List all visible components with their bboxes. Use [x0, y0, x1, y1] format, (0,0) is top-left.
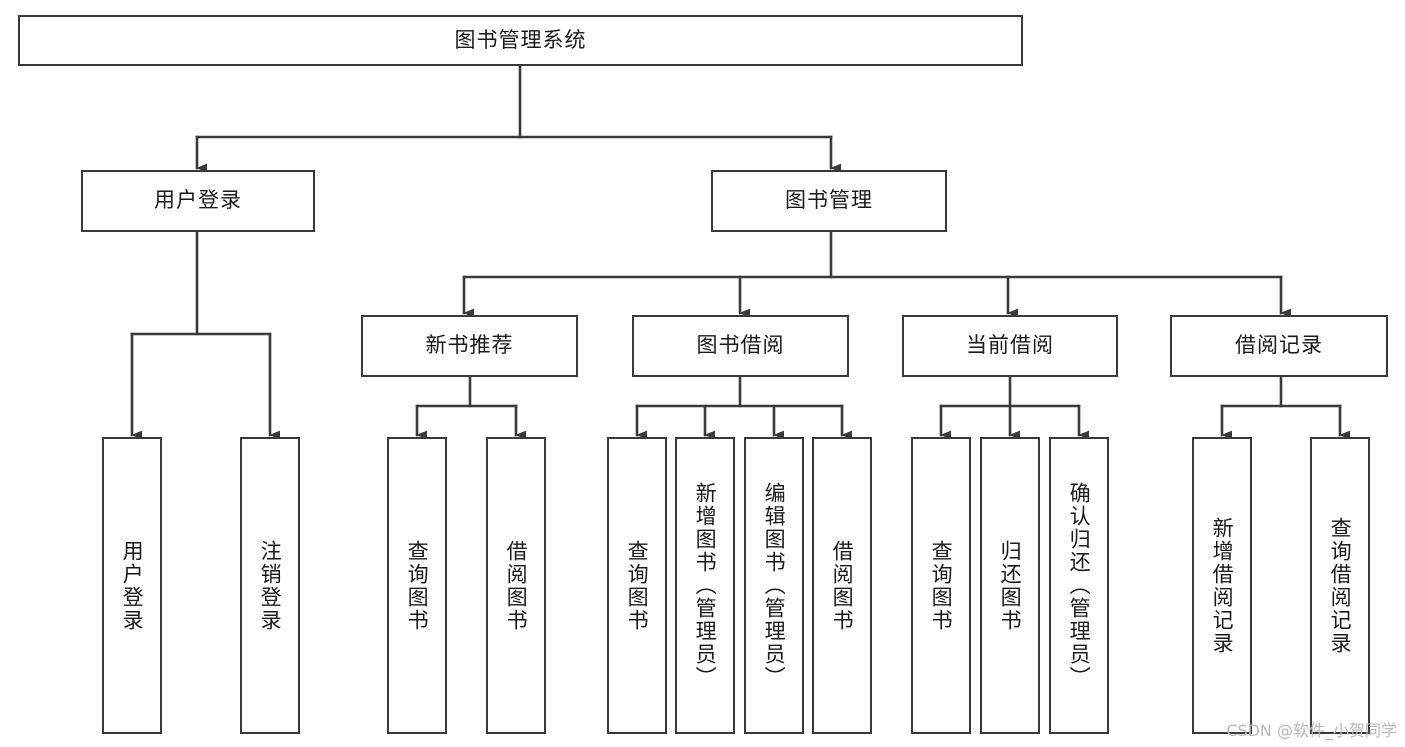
leaf-user-logout-label: 注销登录: [258, 539, 283, 632]
node-current-borrow-label: 当前借阅: [966, 333, 1054, 358]
leaf-query-book-borrow[interactable]: 查询图书: [607, 437, 667, 734]
leaf-query-borrow-record-label: 查询借阅记录: [1328, 516, 1353, 655]
watermark-text: CSDN @软件_小贺同学: [1226, 721, 1397, 740]
node-user-login[interactable]: 用户登录: [81, 170, 315, 232]
leaf-query-book-borrow-label: 查询图书: [625, 539, 650, 632]
leaf-add-book-admin[interactable]: 新增图书（管理员）: [675, 437, 735, 734]
leaf-borrow-book-new-recommend[interactable]: 借阅图书: [486, 437, 546, 734]
node-root-book-management-system[interactable]: 图书管理系统: [18, 15, 1023, 66]
node-new-book-recommend-label: 新书推荐: [425, 333, 514, 358]
leaf-add-borrow-record-label: 新增借阅记录: [1210, 516, 1235, 655]
node-book-management-label: 图书管理: [785, 188, 873, 213]
leaf-return-book-label: 归还图书: [998, 539, 1023, 632]
leaf-borrow-book-new-recommend-label: 借阅图书: [504, 539, 529, 632]
node-borrow-record[interactable]: 借阅记录: [1170, 315, 1388, 377]
leaf-user-login-label: 用户登录: [120, 539, 145, 632]
node-current-borrow[interactable]: 当前借阅: [902, 315, 1118, 377]
leaf-borrow-book-borrow[interactable]: 借阅图书: [812, 437, 872, 734]
node-new-book-recommend[interactable]: 新书推荐: [361, 315, 578, 377]
leaf-edit-book-admin-label: 编辑图书（管理员）: [762, 482, 787, 689]
leaf-query-book-new-recommend-label: 查询图书: [405, 539, 430, 632]
leaf-query-book-current[interactable]: 查询图书: [911, 437, 971, 734]
leaf-edit-book-admin[interactable]: 编辑图书（管理员）: [744, 437, 804, 734]
leaf-query-borrow-record[interactable]: 查询借阅记录: [1310, 437, 1370, 734]
node-book-management[interactable]: 图书管理: [711, 170, 947, 232]
node-book-borrow[interactable]: 图书借阅: [632, 315, 849, 377]
node-book-borrow-label: 图书借阅: [696, 333, 785, 358]
leaf-query-book-new-recommend[interactable]: 查询图书: [387, 437, 447, 734]
node-root-label: 图书管理系统: [454, 27, 587, 52]
leaf-add-borrow-record[interactable]: 新增借阅记录: [1192, 437, 1252, 734]
leaf-user-logout[interactable]: 注销登录: [240, 437, 300, 734]
node-user-login-label: 用户登录: [154, 188, 242, 213]
leaf-confirm-return-admin[interactable]: 确认归还（管理员）: [1049, 437, 1109, 734]
leaf-borrow-book-borrow-label: 借阅图书: [830, 539, 855, 632]
node-borrow-record-label: 借阅记录: [1235, 333, 1323, 358]
leaf-return-book[interactable]: 归还图书: [980, 437, 1040, 734]
leaf-add-book-admin-label: 新增图书（管理员）: [693, 482, 718, 689]
leaf-user-login[interactable]: 用户登录: [102, 437, 162, 734]
leaf-query-book-current-label: 查询图书: [929, 539, 954, 632]
leaf-confirm-return-admin-label: 确认归还（管理员）: [1067, 482, 1092, 689]
